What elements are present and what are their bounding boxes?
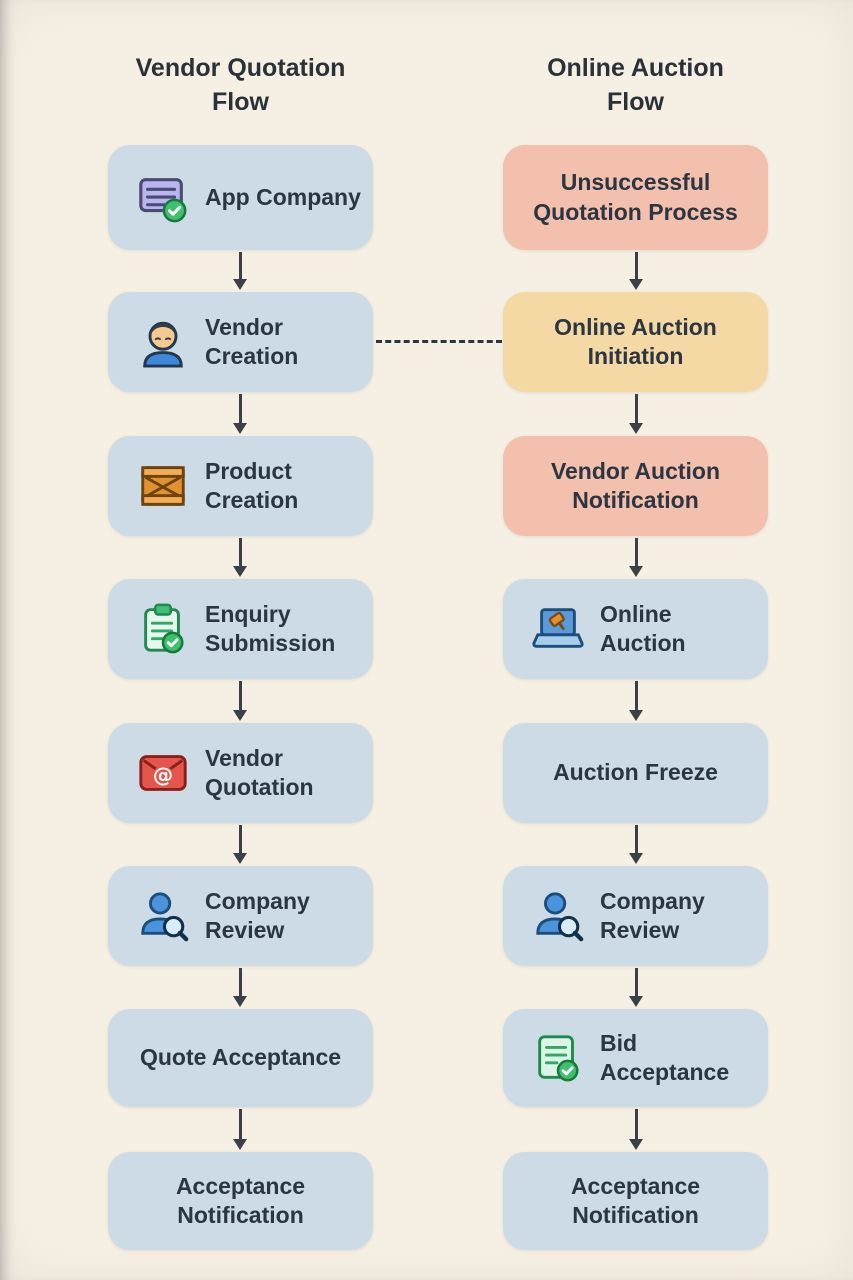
flow-node-online-auction: Online Auction (503, 579, 768, 679)
flow-arrow (635, 968, 638, 997)
flow-node-enquiry-submission: Enquiry Submission (108, 579, 373, 679)
node-label: Unsuccessful Quotation Process (533, 169, 738, 225)
flow-node-online-auction-initiation: Online Auction Initiation (503, 292, 768, 392)
cross-flow-dashed-connector (376, 340, 502, 343)
flow-arrow (239, 968, 242, 997)
node-label: Bid Acceptance (600, 1029, 730, 1085)
person-search-icon (136, 889, 190, 943)
column-title-online-auction-flow: Online Auction Flow (503, 52, 768, 120)
person-search-icon (531, 889, 585, 943)
flow-arrow (239, 394, 242, 424)
flow-arrow (239, 538, 242, 567)
flow-arrow (239, 825, 242, 854)
flow-node-auction-freeze: Auction Freeze (503, 723, 768, 823)
node-label: Company Review (205, 887, 310, 943)
flow-arrow (635, 825, 638, 854)
flow-arrow (635, 394, 638, 424)
flow-arrow (239, 681, 242, 711)
flow-node-company-review-left: Company Review (108, 866, 373, 966)
flow-arrow (635, 252, 638, 280)
vendor-person-icon (136, 315, 190, 369)
flow-node-bid-acceptance: Bid Acceptance (503, 1009, 768, 1107)
flow-node-unsuccessful-quotation-process: Unsuccessful Quotation Process (503, 145, 768, 250)
node-label: Online Auction Initiation (554, 313, 717, 369)
clipboard-check-icon (136, 602, 190, 656)
flow-node-acceptance-notification-right: Acceptance Notification (503, 1152, 768, 1250)
flow-node-vendor-quotation: @ Vendor Quotation (108, 723, 373, 823)
flow-node-quote-acceptance: Quote Acceptance (108, 1009, 373, 1107)
flow-node-acceptance-notification-left: Acceptance Notification (108, 1152, 373, 1250)
title-line: Online Auction (547, 54, 724, 82)
node-label: Enquiry Submission (205, 600, 336, 656)
flow-node-vendor-auction-notification: Vendor Auction Notification (503, 436, 768, 536)
flow-node-app-company: App Company (108, 145, 373, 250)
node-label: Product Creation (205, 457, 299, 513)
title-line: Flow (607, 87, 664, 116)
node-label: App Company (205, 183, 361, 210)
flow-node-company-review-right: Company Review (503, 866, 768, 966)
svg-text:@: @ (153, 763, 173, 787)
title-line: Vendor Quotation (135, 54, 346, 82)
product-crate-icon (136, 459, 190, 513)
flow-arrow (635, 1109, 638, 1140)
email-at-icon: @ (136, 746, 190, 800)
app-window-check-icon (136, 171, 190, 225)
flow-arrow (635, 681, 638, 711)
node-label: Acceptance Notification (570, 1172, 701, 1228)
node-label: Company Review (600, 887, 705, 943)
column-title-vendor-quotation-flow: Vendor Quotation Flow (108, 52, 373, 120)
title-line: Flow (212, 87, 269, 116)
node-label: Vendor Creation (205, 313, 299, 369)
flow-node-product-creation: Product Creation (108, 436, 373, 536)
flow-arrow (239, 1109, 242, 1140)
node-label: Acceptance Notification (175, 1172, 306, 1228)
flow-arrow (239, 252, 242, 280)
laptop-gavel-icon (531, 602, 585, 656)
document-check-icon (531, 1031, 585, 1085)
node-label: Vendor Auction Notification (550, 457, 721, 513)
node-label: Auction Freeze (553, 759, 718, 786)
node-label: Vendor Quotation (205, 744, 314, 800)
node-label: Online Auction (600, 600, 686, 656)
node-label: Quote Acceptance (139, 1044, 342, 1071)
flow-arrow (635, 538, 638, 567)
flow-node-vendor-creation: Vendor Creation (108, 292, 373, 392)
